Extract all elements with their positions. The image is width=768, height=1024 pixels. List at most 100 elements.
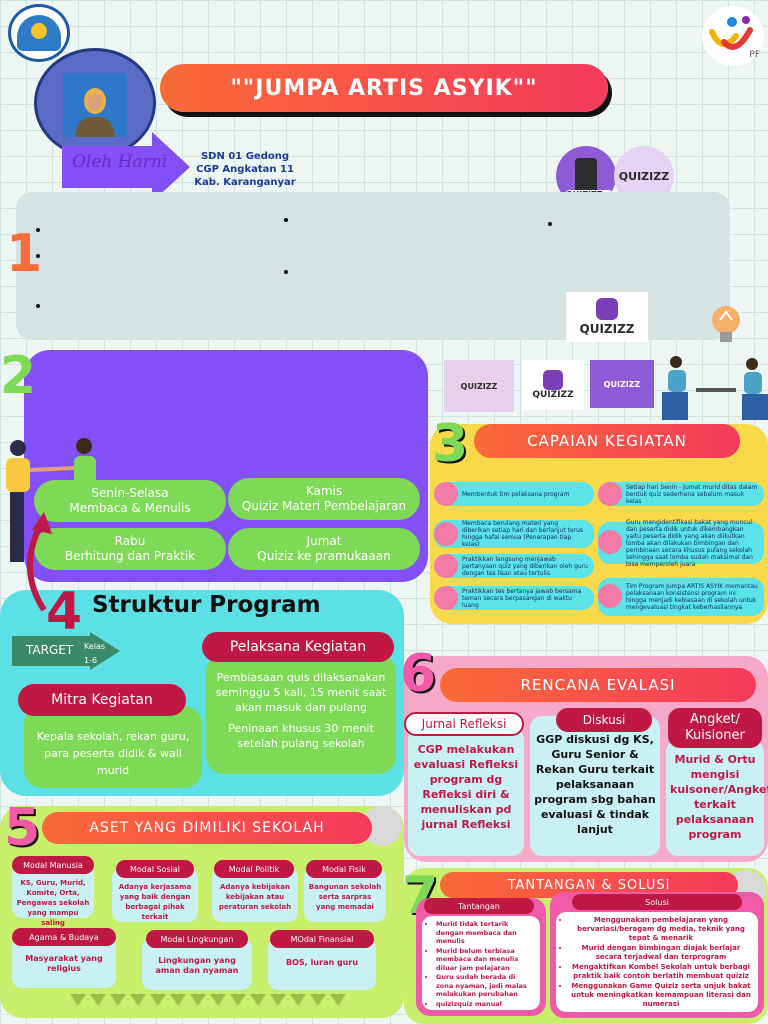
modal-head: Agama & Budaya xyxy=(12,928,116,946)
jadwal-rabu: Rabu Berhitung dan Praktik xyxy=(34,528,226,570)
tantangan-list: Murid tidak tertarik dengan membaca dan … xyxy=(422,916,540,1010)
arrow-right-icon xyxy=(62,132,190,202)
page-title: ""JUMPA ARTIS ASYIK"" xyxy=(160,64,608,112)
capaian-bullet xyxy=(598,584,622,608)
jadwal-kamis: Kamis Quiziz Materi Pembelajaran xyxy=(228,478,420,520)
quizizz-logo-2: QUIZIZZ xyxy=(522,360,584,410)
pelaksana-title: Pelaksana Kegiatan xyxy=(202,632,394,662)
rencana-col-1-body: CGP melakukan evaluasi Refleksi program … xyxy=(408,728,524,856)
jadwal-day: Jumat xyxy=(306,534,342,548)
solusi-item: Murid dengan bimbingan diajak berlajar s… xyxy=(570,944,752,962)
modal-head: Modal Politik xyxy=(214,860,294,878)
capaian-item: Setiap hari Senin - Jumat murid ditas da… xyxy=(598,482,764,506)
quizizz-logo: QUIZIZZ xyxy=(566,292,648,342)
capaian-item: Membentuk tim pelaksana program xyxy=(434,482,594,506)
capaian-item: Praktikkan tes bertanya jawab bersama te… xyxy=(434,586,594,610)
mitra-text: Kepala sekolah, rekan guru, para peserta… xyxy=(36,730,190,777)
partner-logo: PF xyxy=(702,6,764,66)
pelaksana-text-2: Peninaan khusus 30 menit setelah pulang … xyxy=(228,722,374,750)
quizizz-q-icon xyxy=(543,370,563,390)
school-line: SDN 01 Gedong xyxy=(200,151,290,162)
bullet-dot xyxy=(36,254,40,258)
modal-head: Modal Sosial xyxy=(116,860,194,878)
rencana-col-3-head: Angket/ Kuisioner xyxy=(668,708,762,748)
curved-arrow-icon xyxy=(27,512,52,612)
bullet-dot xyxy=(548,222,552,226)
section-number-5: 5 xyxy=(4,798,41,858)
lightbulb-icon xyxy=(712,306,740,342)
jadwal-activity: Quiziz Materi Pembelajaran xyxy=(241,499,407,513)
section-number-6: 6 xyxy=(400,644,437,704)
capaian-bullet xyxy=(434,482,458,506)
capaian-bullet xyxy=(434,586,458,610)
target-label: TARGET xyxy=(26,643,74,657)
people-handshake-illustration xyxy=(6,438,96,562)
capaian-item: Guru mengidentifikasi bakat yang muncul … xyxy=(598,519,764,568)
rencana-title: RENCANA EVALASI xyxy=(440,668,756,702)
target-arrow-icon xyxy=(12,632,120,670)
solusi-list: Menggunakan pembelajaran yang bervariasi… xyxy=(556,912,758,1012)
jadwal-day: Kamis xyxy=(305,484,343,498)
quizizz-banner-image: QUIZIZZ xyxy=(444,360,514,412)
struktur-title: Struktur Program xyxy=(92,592,321,618)
capaian-bullet xyxy=(434,522,458,546)
tantangan-item: quizizquiz manual xyxy=(436,1000,534,1009)
modal-head: Modal Manusia xyxy=(12,856,94,874)
capaian-item: Tim Program Jumpa ARTIS ASYIK memantau p… xyxy=(598,578,764,616)
capaian-item: Membaca berulang materi yang diberikan s… xyxy=(434,520,594,548)
rencana-col-2-body: GGP diskusi dg KS, Guru Senior & Rekan G… xyxy=(530,716,660,856)
modal-head: Modal Fisik xyxy=(306,860,382,878)
capaian-bullet xyxy=(598,482,622,506)
jadwal-day: Rabu xyxy=(114,534,146,548)
bullet-dot xyxy=(36,228,40,232)
rencana-col-3-body: Murid & Ortu mengisi kuisoner/Angket ter… xyxy=(666,740,768,856)
school-info: SDN 01 Gedong CGP Angkatan 11 Kab. Karan… xyxy=(190,150,300,189)
jadwal-activity: Membaca & Menulis xyxy=(69,501,191,515)
solusi-item: Menggunakan pembelajaran yang bervariasi… xyxy=(570,916,752,943)
solusi-head: Solusi xyxy=(572,894,742,910)
aset-title: ASET YANG DIMILIKI SEKOLAH xyxy=(42,812,372,844)
author-photo xyxy=(63,73,127,137)
partner-logo-text: PF xyxy=(749,50,760,60)
quizizz-q-icon xyxy=(596,298,618,320)
target-value: Kelas 1-6 xyxy=(84,642,106,665)
jadwal-activity: Berhitung dan Praktik xyxy=(64,549,196,563)
school-line: CGP Angkatan 11 xyxy=(196,164,294,175)
jadwal-day: Senin-Selasa xyxy=(91,486,169,500)
bullet-dot xyxy=(284,218,288,222)
tantangan-head: Tantangan xyxy=(424,898,534,914)
tantangan-item: Guru sudah berada di zona nyaman, jadi m… xyxy=(436,973,534,999)
quizizz-phone-banner: QUIZIZZ xyxy=(590,360,654,408)
section-number-3: 3 xyxy=(432,414,469,474)
mitra-title: Mitra Kegiatan xyxy=(18,684,186,716)
capaian-bullet xyxy=(434,554,458,578)
capaian-bullet xyxy=(598,530,622,554)
capaian-item: Praktikkan langsung menjawab pertanyaan … xyxy=(434,554,594,578)
rencana-col-1-head: Jurnal Refleksi xyxy=(404,712,524,736)
capaian-title: CAPAIAN KEGIATAN xyxy=(474,424,740,458)
tantangan-item: Murid tidak tertarik dengan membaca dan … xyxy=(436,920,534,946)
school-line: Kab. Karanganyar xyxy=(194,177,296,188)
rencana-col-2-head: Diskusi xyxy=(556,708,652,732)
bullet-dot xyxy=(284,270,288,274)
solusi-item: Mengaktifkan Kombel Sekolah untuk berbag… xyxy=(570,963,752,981)
section-number-4: 4 xyxy=(46,582,83,642)
jadwal-activity: Quiziz ke pramukaaan xyxy=(257,549,391,563)
bullet-dot xyxy=(36,304,40,308)
modal-head: MOdal Finansial xyxy=(270,930,374,948)
jadwal-jumat: Jumat Quiziz ke pramukaaan xyxy=(228,528,420,570)
quizizz-logo-text: QUIZIZZ xyxy=(618,169,670,183)
triangle-border-decoration xyxy=(70,994,346,1006)
author-name: Oleh Harni xyxy=(72,152,168,172)
mitra-box: Kepala sekolah, rekan guru, para peserta… xyxy=(24,706,202,788)
pelaksana-box: Pembiasaan quis dilaksanakan seminggu 5 … xyxy=(206,654,396,774)
kemdikbud-logo xyxy=(8,4,70,62)
meeting-illustration xyxy=(662,356,768,420)
tantangan-item: Murid belum terbiasa membaca dan menulis… xyxy=(436,947,534,973)
section-number-2: 2 xyxy=(0,346,37,406)
modal-head: Modal Lingkungan xyxy=(146,930,248,948)
jadwal-senin-selasa: Senin-Selasa Membaca & Menulis xyxy=(34,480,226,522)
partner-logo-icon xyxy=(709,16,753,50)
person-icon xyxy=(75,88,115,137)
solusi-item: Menggunakan Game Quiziz serta unjuk baka… xyxy=(570,982,752,1009)
